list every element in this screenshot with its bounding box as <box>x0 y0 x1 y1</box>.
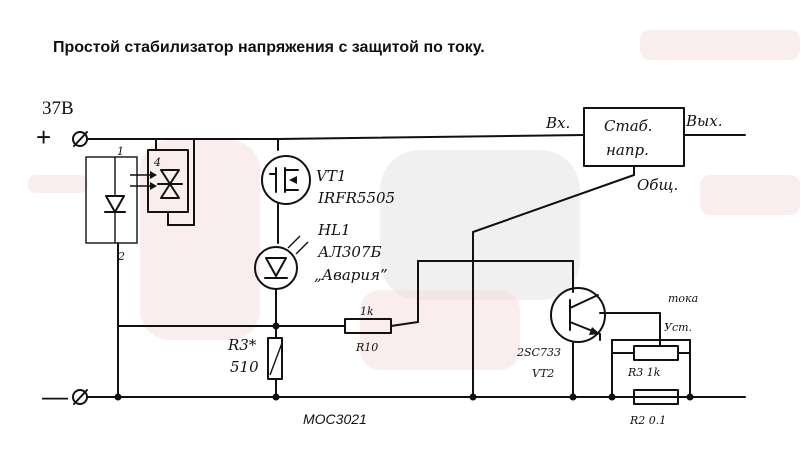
vt2-part: 2SC733 <box>516 346 561 359</box>
current-set-line1: Уст. <box>664 321 692 334</box>
r10-resistor: 1k R10 <box>344 260 574 354</box>
r3-resistor: R3* 510 <box>227 322 283 398</box>
minus-sign: — <box>42 381 68 411</box>
bottom-rail-wires <box>86 393 746 401</box>
pin-2-label: 2 <box>117 250 125 263</box>
r10-value: 1k <box>360 305 374 318</box>
vt1-ref: VT1 <box>316 167 346 185</box>
r3-value: 510 <box>230 358 259 376</box>
hl1-ref: HL1 <box>317 221 351 239</box>
stabilizer-line2: напр. <box>606 141 649 159</box>
hl1-part: АЛ307Б <box>317 243 382 261</box>
current-set-network: тока Уст. R3 1k R2 0.1 <box>611 292 698 427</box>
supply-voltage-label: 37В <box>42 98 74 119</box>
stabilizer-in: Вх. <box>545 114 570 132</box>
triac-icon <box>157 169 183 199</box>
r10-ref: R10 <box>355 341 378 354</box>
negative-terminal-icon <box>72 389 88 405</box>
opto-led-icon <box>105 195 125 213</box>
vt2-transistor: 2SC733 VT2 <box>516 287 661 398</box>
stabilizer-line1: Стаб. <box>604 117 653 135</box>
vt1-transistor: VT1 IRFR5505 <box>261 155 395 244</box>
pin-1-label: 1 <box>117 145 124 158</box>
r3-ref: R3* <box>227 336 257 354</box>
vt1-part: IRFR5505 <box>317 189 395 207</box>
stabilizer-block: Стаб. напр. Вх. Вых. Общ. <box>472 107 722 398</box>
top-rail-wires <box>86 134 746 151</box>
vt2-ref: VT2 <box>532 367 554 380</box>
pin-4-label: 4 <box>153 156 161 169</box>
optocoupler: 1 4 2 <box>85 138 346 398</box>
r3b-label: R3 1k <box>627 366 661 379</box>
diagram-title: Простой стабилизатор напряжения с защито… <box>53 39 485 56</box>
background-stains <box>28 30 800 370</box>
current-set-line2: тока <box>668 292 698 305</box>
plus-sign: + <box>36 122 51 152</box>
stabilizer-common: Общ. <box>637 176 678 194</box>
stabilizer-out: Вых. <box>685 112 722 130</box>
positive-terminal-icon <box>72 131 88 147</box>
hl1-note: „Авария” <box>314 266 388 284</box>
hl1-led: HL1 АЛ307Б „Авария” <box>254 221 388 339</box>
r2-label: R2 0.1 <box>629 414 666 427</box>
optocoupler-part-number: MOC3021 <box>303 411 367 427</box>
